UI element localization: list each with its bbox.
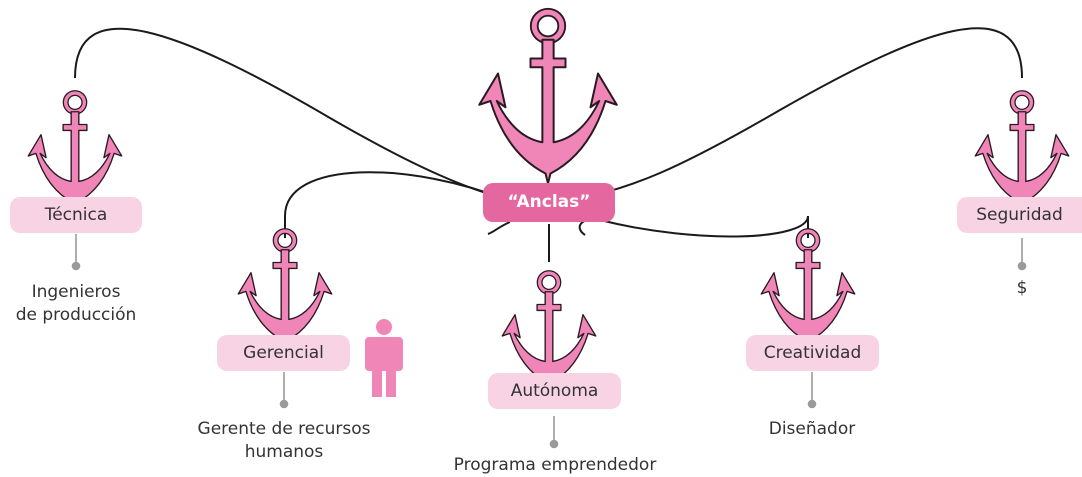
- pill-seguridad: Seguridad: [957, 197, 1082, 233]
- pill-tecnica: Técnica: [10, 197, 142, 233]
- line-gerencial: [284, 171, 516, 217]
- description-gerencial: Gerente de recursos humanos: [197, 419, 371, 462]
- description-connectors: [71, 234, 1027, 449]
- pill-creatividad: Creatividad: [746, 335, 879, 371]
- line-tecnica: [74, 27, 511, 201]
- description-creatividad: Diseñador: [768, 419, 856, 439]
- anchor-icon-creatividad: [761, 231, 855, 347]
- connection-lines: [74, 27, 1023, 262]
- anchor-icon-gerencial: [238, 231, 332, 347]
- line-seguridad: [569, 27, 1023, 201]
- anchor-icon-main: [479, 12, 617, 183]
- description-tecnica: Ingenieros de producción: [15, 282, 137, 325]
- anchor-icon-tecnica: [28, 93, 122, 209]
- line-gerencial-hook: [487, 221, 511, 235]
- person-icon: [365, 319, 403, 397]
- line-creatividad: [578, 215, 809, 238]
- description-seguridad: $: [1016, 278, 1028, 298]
- center-pill: “Anclas”: [483, 183, 615, 222]
- description-autonoma: Programa emprendedor: [453, 455, 657, 475]
- pill-gerencial: Gerencial: [217, 335, 350, 371]
- anchor-icon-seguridad: [975, 93, 1069, 209]
- pill-autonoma: Autónoma: [488, 373, 621, 409]
